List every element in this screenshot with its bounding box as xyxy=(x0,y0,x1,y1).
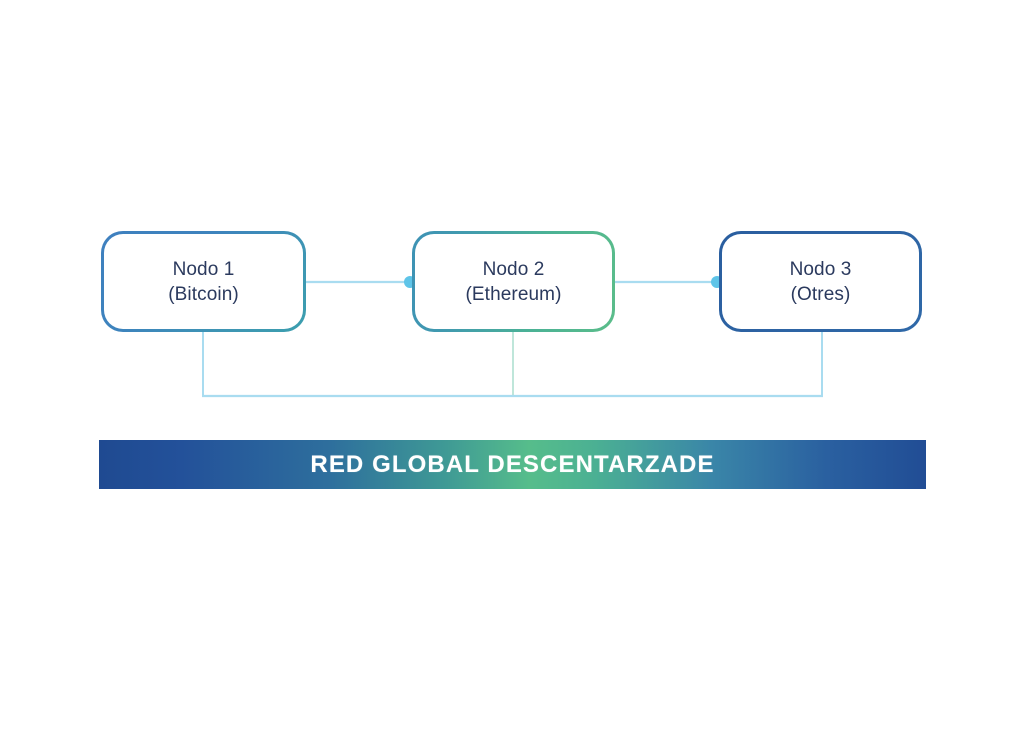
node-ethereum-body: Nodo 2 (Ethereum) xyxy=(415,234,612,329)
node-bitcoin-title: Nodo 1 xyxy=(172,258,235,280)
node-others-subtitle: (Otres) xyxy=(790,283,851,305)
node-others-title: Nodo 3 xyxy=(789,258,852,280)
node-ethereum-title: Nodo 2 xyxy=(482,258,545,280)
node-others[interactable]: Nodo 3 (Otres) xyxy=(719,231,922,332)
network-banner: RED GLOBAL DESCENTARZADE xyxy=(99,440,926,489)
node-bitcoin[interactable]: Nodo 1 (Bitcoin) xyxy=(101,231,306,332)
node-ethereum[interactable]: Nodo 2 (Ethereum) xyxy=(412,231,615,332)
node-ethereum-subtitle: (Ethereum) xyxy=(465,283,562,305)
node-bitcoin-body: Nodo 1 (Bitcoin) xyxy=(104,234,303,329)
network-banner-label: RED GLOBAL DESCENTARZADE xyxy=(310,450,715,478)
node-others-body: Nodo 3 (Otres) xyxy=(722,234,919,329)
node-bitcoin-subtitle: (Bitcoin) xyxy=(168,283,239,305)
